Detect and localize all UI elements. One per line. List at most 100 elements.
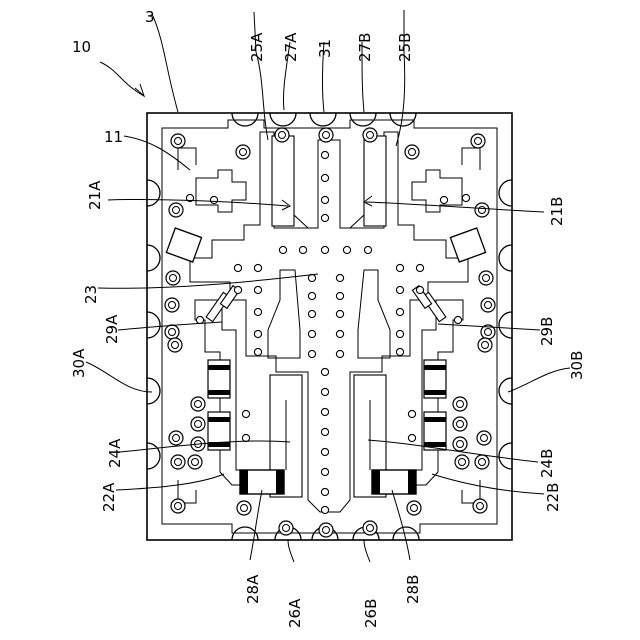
label-11: 11: [104, 128, 123, 146]
via-small: [308, 310, 315, 317]
via-small: [254, 348, 261, 355]
via-large: [477, 431, 491, 445]
via-small: [196, 316, 203, 323]
via-small: [336, 292, 343, 299]
right-castellations: [499, 180, 512, 469]
via-large: [481, 298, 495, 312]
via-small: [396, 264, 403, 271]
via-large: [168, 338, 182, 352]
via-small: [396, 308, 403, 315]
via-large: [407, 501, 421, 515]
left-castellations: [147, 180, 160, 469]
via-small: [254, 286, 261, 293]
via-small: [416, 286, 423, 293]
via-small: [242, 410, 249, 417]
label-28B: 28B: [404, 575, 422, 604]
via-large: [236, 145, 250, 159]
via-small: [210, 196, 217, 203]
via-large: [165, 298, 179, 312]
via-large: [188, 455, 202, 469]
via-large: [479, 271, 493, 285]
via-large: [453, 417, 467, 431]
via-large: [169, 431, 183, 445]
label-24B: 24B: [538, 449, 556, 478]
via-large: [475, 455, 489, 469]
via-small: [321, 408, 328, 415]
mount-pad-left: [196, 170, 246, 212]
via-small: [336, 350, 343, 357]
via-small: [321, 246, 328, 253]
via-small: [408, 410, 415, 417]
label-24A: 24A: [106, 438, 124, 468]
via-large: [171, 455, 185, 469]
via-large: [165, 325, 179, 339]
via-small: [321, 368, 328, 375]
via-small: [234, 286, 241, 293]
via-large: [453, 397, 467, 411]
via-large: [319, 128, 333, 142]
via-small: [321, 428, 328, 435]
via-large: [455, 455, 469, 469]
via-small: [234, 264, 241, 271]
via-large: [471, 134, 485, 148]
via-small: [321, 196, 328, 203]
via-small: [336, 310, 343, 317]
via-small: [321, 151, 328, 158]
via-small: [336, 330, 343, 337]
via-small: [416, 264, 423, 271]
feed-line-25B: [364, 136, 386, 226]
label-23: 23: [82, 285, 100, 304]
via-small: [396, 286, 403, 293]
via-small: [308, 292, 315, 299]
label-30A: 30A: [70, 348, 88, 378]
via-small: [321, 506, 328, 513]
via-small: [462, 194, 469, 201]
via-small: [242, 434, 249, 441]
via-small: [440, 196, 447, 203]
via-large: [478, 338, 492, 352]
via-large: [169, 203, 183, 217]
taper-line-B: [358, 270, 390, 358]
label-26A: 26A: [286, 598, 304, 628]
label-25A: 25A: [248, 32, 266, 62]
via-small: [254, 308, 261, 315]
via-large: [319, 523, 333, 537]
label-29A: 29A: [103, 314, 121, 344]
via-small: [321, 468, 328, 475]
via-small: [308, 350, 315, 357]
via-large: [473, 499, 487, 513]
via-small: [321, 388, 328, 395]
via-small: [454, 316, 461, 323]
label-22B: 22B: [544, 483, 562, 512]
label-22A: 22A: [100, 482, 118, 512]
via-small: [321, 214, 328, 221]
via-large: [171, 499, 185, 513]
via-large: [405, 145, 419, 159]
via-small: [408, 434, 415, 441]
via-large: [171, 134, 185, 148]
via-large: [166, 271, 180, 285]
inner-ground-frame: [162, 120, 497, 533]
via-small: [321, 448, 328, 455]
via-small: [336, 274, 343, 281]
label-26B: 26B: [362, 599, 380, 628]
label-27A: 27A: [282, 32, 300, 62]
via-small: [321, 174, 328, 181]
via-large: [191, 417, 205, 431]
label-30B: 30B: [568, 351, 586, 380]
label-10: 10: [72, 38, 91, 56]
label-29B: 29B: [538, 317, 556, 346]
label-3: 3: [145, 8, 155, 26]
label-21A: 21A: [86, 180, 104, 210]
label-31: 31: [316, 39, 334, 58]
via-large: [279, 521, 293, 535]
via-small: [299, 246, 306, 253]
label-28A: 28A: [244, 574, 262, 604]
side-block-left: [166, 228, 201, 262]
via-small: [364, 246, 371, 253]
via-small: [396, 330, 403, 337]
via-large: [475, 203, 489, 217]
via-holes: [165, 128, 495, 537]
via-small: [279, 246, 286, 253]
